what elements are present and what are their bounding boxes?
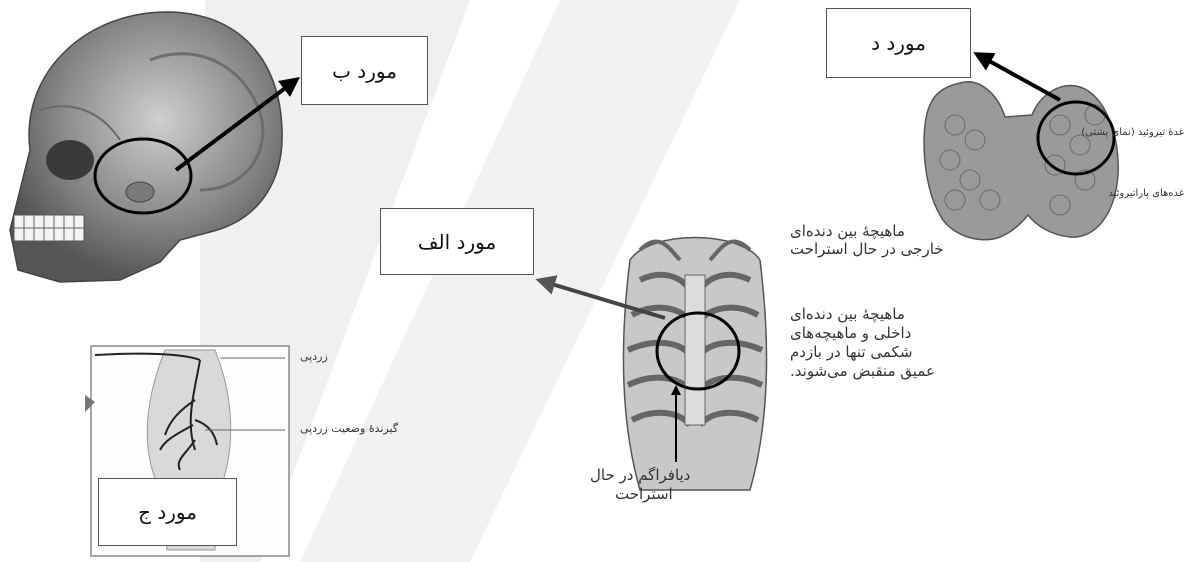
label-d: مورد د (826, 8, 971, 78)
arrow-alef (545, 282, 665, 318)
label-alef: مورد الف (380, 208, 534, 275)
arrow-d (982, 57, 1060, 100)
label-b: مورد ب (301, 36, 428, 105)
arrow-b (176, 83, 292, 170)
label-jim: مورد ج (98, 478, 237, 546)
